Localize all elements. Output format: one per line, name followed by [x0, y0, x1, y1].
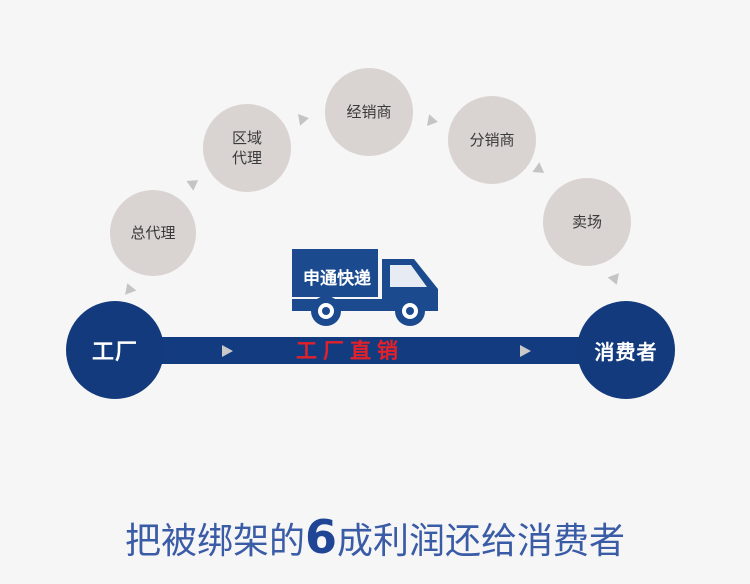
bubble-label-line2: 代理	[231, 149, 262, 167]
arc-arrow-icon	[607, 273, 623, 287]
slogan-number: 6	[304, 510, 337, 564]
truck-label: 申通快递	[303, 269, 371, 289]
bubble-general-agent: 总代理	[110, 190, 196, 276]
arc-arrow-icon	[186, 175, 202, 191]
bubble-label: 总代理	[130, 224, 176, 242]
arc-arrow-icon	[427, 114, 439, 128]
factory-label: 工厂	[91, 340, 138, 365]
arc-arrow-icon	[121, 281, 137, 295]
bar-arrow-icon	[222, 345, 233, 357]
consumer-label: 消费者	[594, 339, 658, 364]
factory-node: 工厂	[66, 301, 164, 399]
bubble-label-line1: 区域	[231, 129, 262, 147]
direct-sales-bar: 工厂直销	[160, 337, 590, 364]
bubble-label: 卖场	[571, 213, 602, 231]
bubble-store: 卖场	[543, 178, 631, 266]
slogan: 把被绑架的6成利润还给消费者	[0, 510, 750, 569]
bubble-label: 经销商	[346, 103, 392, 121]
truck-icon	[292, 249, 438, 326]
direct-sales-label: 工厂直销	[296, 339, 404, 363]
slogan-before: 把被绑架的	[124, 521, 305, 562]
bubble-label: 分销商	[469, 131, 515, 149]
bubble-regional-agent: 区域 代理	[203, 104, 291, 192]
slogan-after: 成利润还给消费者	[337, 521, 626, 562]
bar-arrow-icon	[520, 345, 531, 357]
bubble-distributor: 经销商	[325, 68, 413, 156]
arc-arrow-icon	[532, 162, 548, 178]
consumer-node: 消费者	[577, 301, 675, 399]
arc-arrow-icon	[298, 112, 310, 126]
bubble-sub-distributor: 分销商	[448, 96, 536, 184]
